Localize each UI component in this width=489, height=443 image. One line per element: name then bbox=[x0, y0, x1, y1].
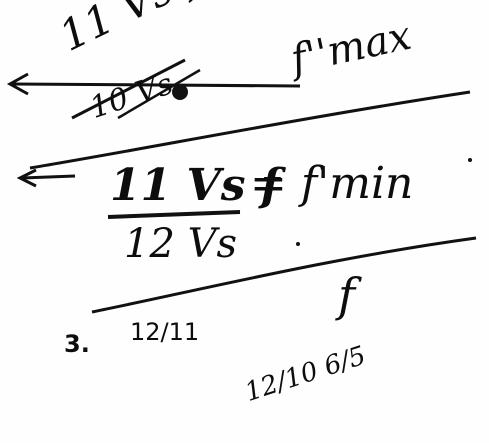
bottom-f: f bbox=[338, 268, 356, 322]
fraction-numerator: 11 Vs f bbox=[110, 160, 280, 211]
center-dot bbox=[172, 84, 188, 100]
slant-stroke-1 bbox=[71, 58, 186, 120]
fraction-denominator: 12 Vs bbox=[124, 221, 238, 267]
top-arrow-line bbox=[11, 82, 301, 88]
mid-arrow bbox=[21, 174, 76, 180]
ratio-one: 12/11 bbox=[130, 318, 200, 346]
dot-mid bbox=[296, 242, 300, 246]
mid-arrowhead bbox=[16, 168, 37, 188]
separator-line-2 bbox=[91, 236, 477, 314]
separator-line-1 bbox=[29, 90, 471, 170]
dot-right bbox=[468, 158, 472, 162]
slant-stroke-2 bbox=[117, 68, 201, 120]
equals-rhs: = f'min bbox=[250, 158, 414, 209]
fraction-bar bbox=[107, 210, 241, 219]
left-arrowhead-top bbox=[6, 72, 29, 96]
item-number: 3. bbox=[64, 330, 90, 358]
